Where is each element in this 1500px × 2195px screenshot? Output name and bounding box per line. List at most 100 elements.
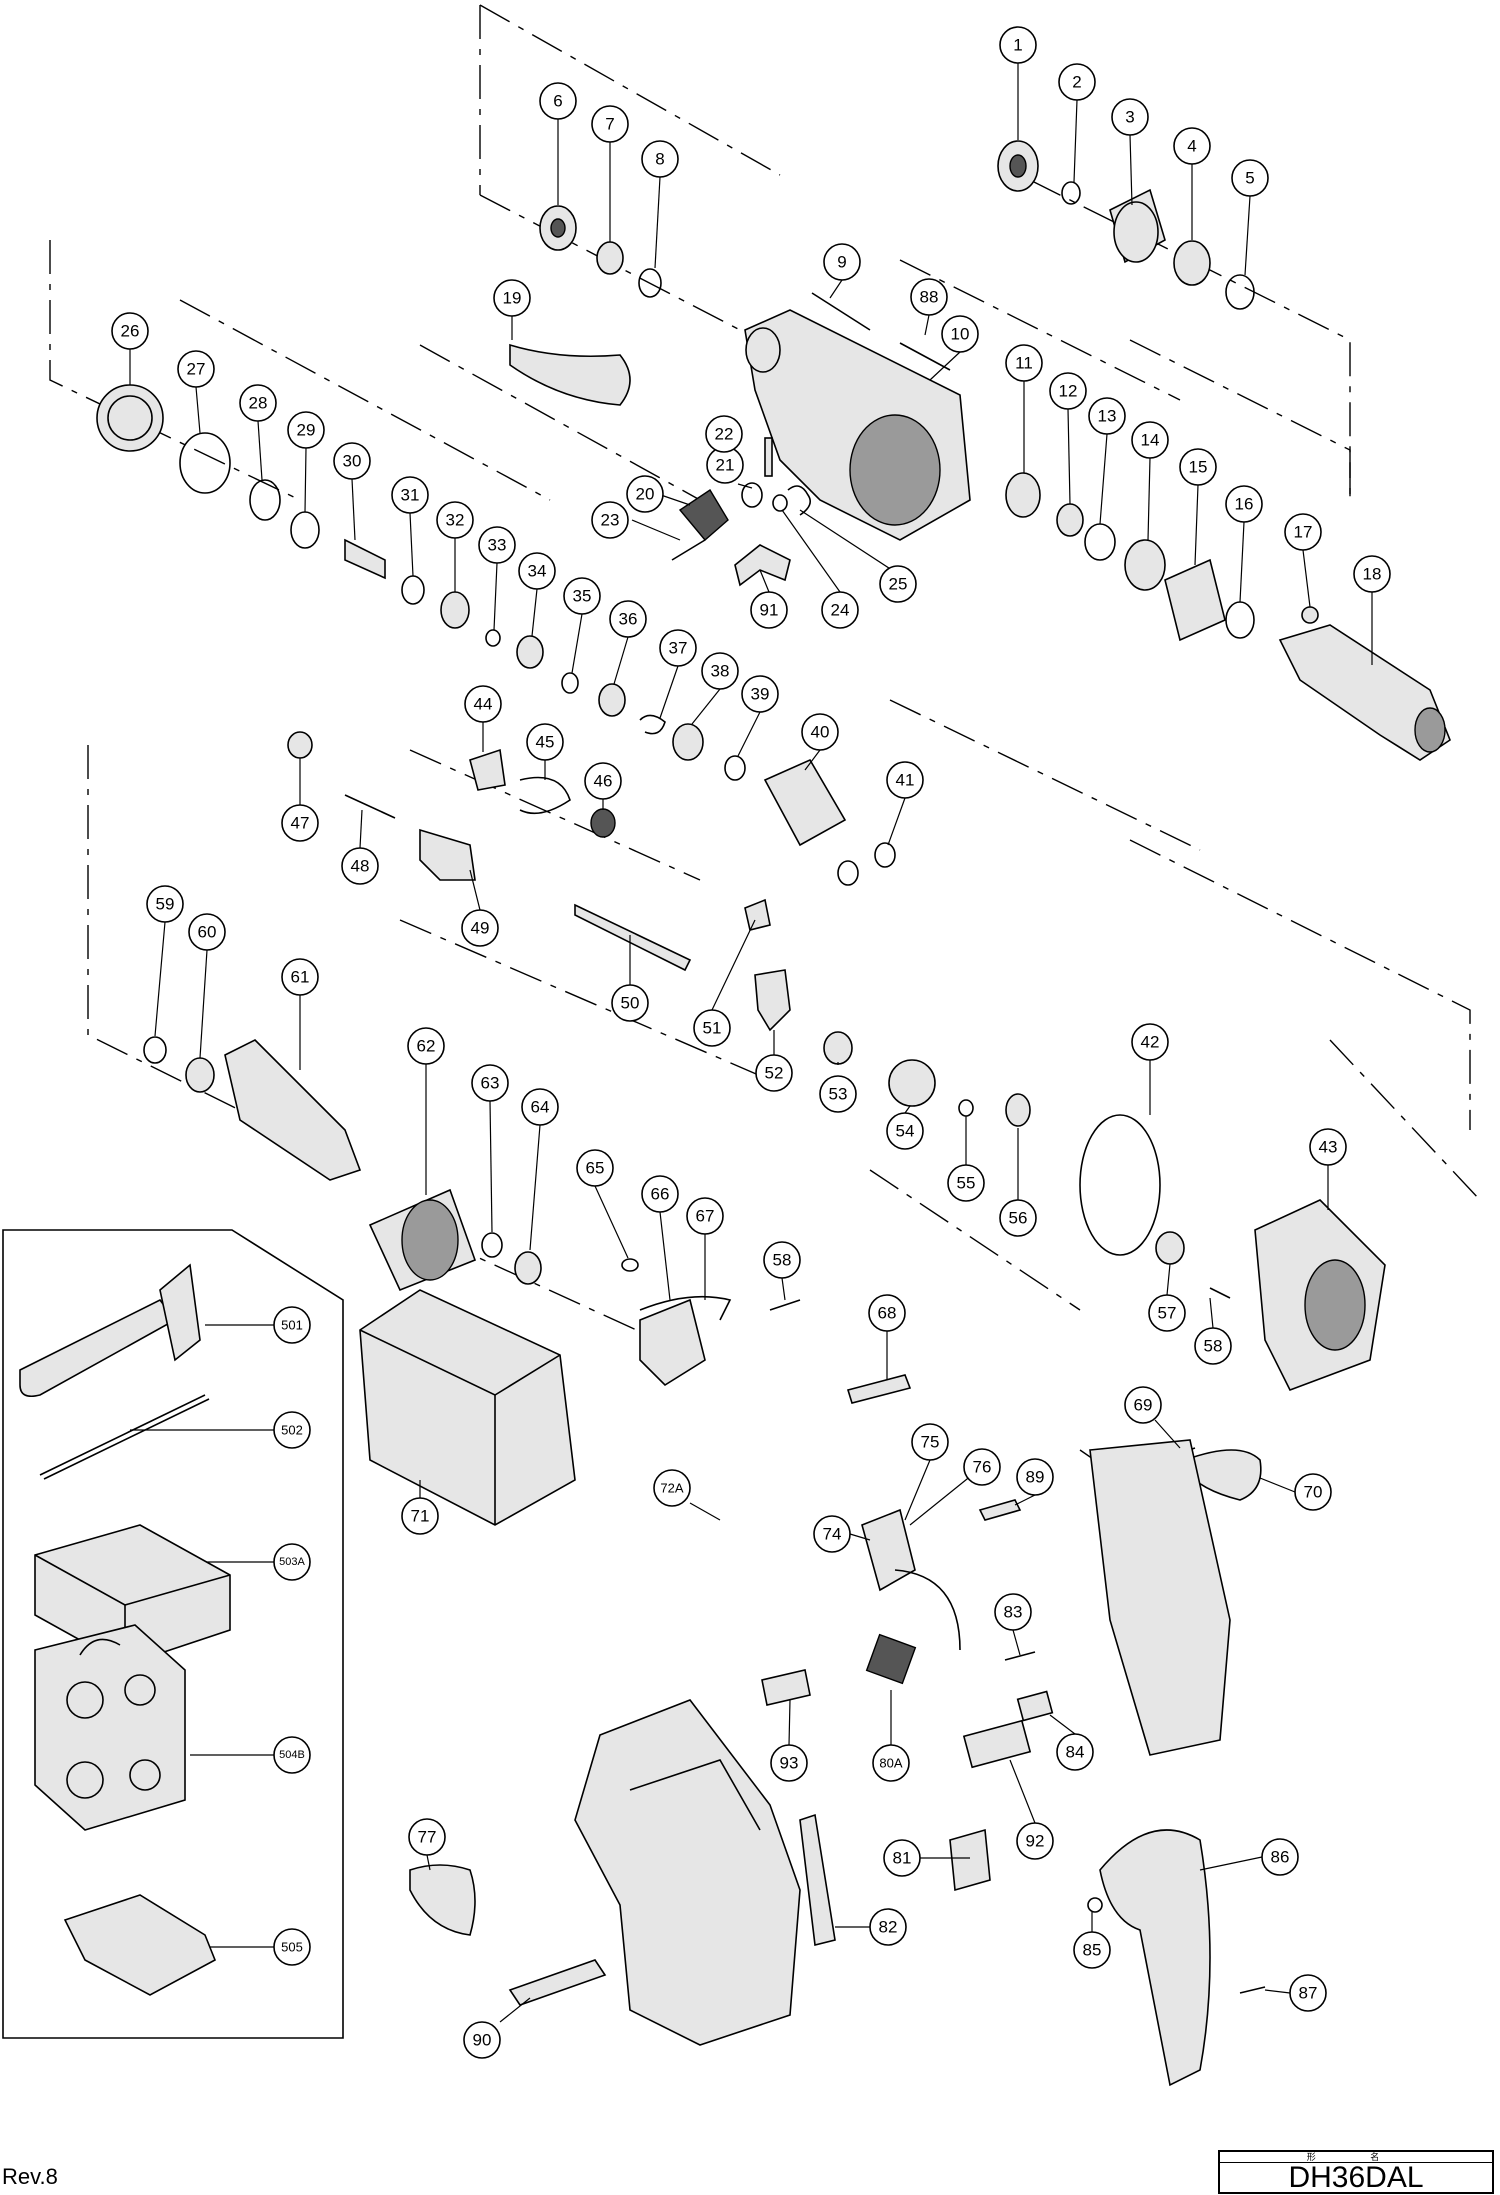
svg-text:53: 53 (829, 1085, 848, 1104)
callout-91: 91 (750, 591, 788, 629)
revision-label: Rev.8 (2, 2164, 58, 2189)
callout-85: 85 (1073, 1931, 1111, 1969)
svg-text:48: 48 (351, 857, 370, 876)
svg-text:63: 63 (481, 1074, 500, 1093)
model-header: 形 名 (1220, 2152, 1492, 2163)
svg-text:50: 50 (621, 994, 640, 1013)
svg-text:58: 58 (773, 1251, 792, 1270)
callout-92: 92 (1016, 1822, 1054, 1860)
callout-19: 19 (493, 279, 531, 317)
svg-text:21: 21 (716, 456, 735, 475)
callout-59: 59 (146, 885, 184, 923)
svg-text:65: 65 (586, 1159, 605, 1178)
callout-58b: 58 (1194, 1327, 1232, 1365)
svg-text:64: 64 (531, 1098, 550, 1117)
svg-text:68: 68 (878, 1304, 897, 1323)
callout-87: 87 (1289, 1974, 1327, 2012)
callout-28: 28 (239, 384, 277, 422)
svg-text:57: 57 (1158, 1304, 1177, 1323)
callout-69: 69 (1124, 1386, 1162, 1424)
callout-38: 38 (701, 652, 739, 690)
callout-2: 2 (1058, 63, 1096, 101)
svg-text:56: 56 (1009, 1209, 1028, 1228)
model-name: DH36DAL (1288, 2161, 1424, 2194)
svg-text:32: 32 (446, 511, 465, 530)
svg-text:29: 29 (297, 421, 316, 440)
callout-21: 21 (706, 446, 744, 484)
callout-25: 25 (879, 565, 917, 603)
svg-text:24: 24 (831, 601, 850, 620)
callout-82: 82 (869, 1908, 907, 1946)
callout-55: 55 (947, 1164, 985, 1202)
callout-16: 16 (1225, 485, 1263, 523)
callout-502: 502 (273, 1411, 311, 1449)
svg-text:504B: 504B (279, 1749, 305, 1761)
callout-18: 18 (1353, 555, 1391, 593)
svg-text:54: 54 (896, 1122, 915, 1141)
callout-32: 32 (436, 501, 474, 539)
callout-8: 8 (641, 140, 679, 178)
callout-84: 84 (1056, 1733, 1094, 1771)
svg-text:51: 51 (703, 1019, 722, 1038)
callout-30: 30 (333, 442, 371, 480)
callout-48: 48 (341, 847, 379, 885)
callout-4: 4 (1173, 127, 1211, 165)
callout-93: 93 (770, 1744, 808, 1782)
svg-text:58: 58 (1204, 1337, 1223, 1356)
svg-text:38: 38 (711, 662, 730, 681)
callout-37: 37 (659, 629, 697, 667)
svg-text:2: 2 (1072, 73, 1081, 92)
svg-text:41: 41 (896, 771, 915, 790)
svg-text:7: 7 (605, 115, 614, 134)
svg-text:501: 501 (281, 1318, 303, 1333)
svg-text:49: 49 (471, 919, 490, 938)
svg-text:75: 75 (921, 1433, 940, 1452)
svg-text:5: 5 (1245, 169, 1254, 188)
callout-26: 26 (111, 312, 149, 350)
callout-23: 23 (591, 501, 629, 539)
callout-14: 14 (1131, 421, 1169, 459)
callout-29: 29 (287, 411, 325, 449)
callout-77: 77 (408, 1818, 446, 1856)
callout-51: 51 (693, 1009, 731, 1047)
callout-36: 36 (609, 600, 647, 638)
svg-text:15: 15 (1189, 458, 1208, 477)
callout-9: 9 (823, 243, 861, 281)
svg-text:10: 10 (951, 325, 970, 344)
callout-504B: 504B (273, 1736, 311, 1774)
svg-text:74: 74 (823, 1525, 842, 1544)
callout-88: 88 (910, 278, 948, 316)
callout-67: 67 (686, 1197, 724, 1235)
callout-505: 505 (273, 1928, 311, 1966)
callout-33: 33 (478, 526, 516, 564)
svg-text:14: 14 (1141, 431, 1160, 450)
svg-text:34: 34 (528, 562, 547, 581)
svg-text:82: 82 (879, 1918, 898, 1937)
svg-text:17: 17 (1294, 523, 1313, 542)
callout-11: 11 (1005, 344, 1043, 382)
leader-lines (129, 63, 1373, 2023)
callout-7: 7 (591, 105, 629, 143)
callout-70: 70 (1294, 1473, 1332, 1511)
callout-42: 42 (1131, 1023, 1169, 1061)
svg-text:30: 30 (343, 452, 362, 471)
svg-text:52: 52 (765, 1064, 784, 1083)
svg-text:33: 33 (488, 536, 507, 555)
svg-text:92: 92 (1026, 1832, 1045, 1851)
svg-text:60: 60 (198, 923, 217, 942)
callout-89: 89 (1016, 1458, 1054, 1496)
callout-81: 81 (883, 1839, 921, 1877)
svg-text:22: 22 (715, 425, 734, 444)
callouts: 1 2 3 4 5 6 7 8 9 10 11 12 13 14 15 16 1… (111, 26, 1391, 2059)
callout-5: 5 (1231, 159, 1269, 197)
svg-text:3: 3 (1125, 108, 1134, 127)
svg-text:88: 88 (920, 288, 939, 307)
svg-text:36: 36 (619, 610, 638, 629)
callout-24: 24 (821, 591, 859, 629)
callout-54: 54 (886, 1112, 924, 1150)
svg-text:86: 86 (1271, 1848, 1290, 1867)
callout-1: 1 (999, 26, 1037, 64)
callout-63: 63 (471, 1064, 509, 1102)
callout-86: 86 (1261, 1838, 1299, 1876)
